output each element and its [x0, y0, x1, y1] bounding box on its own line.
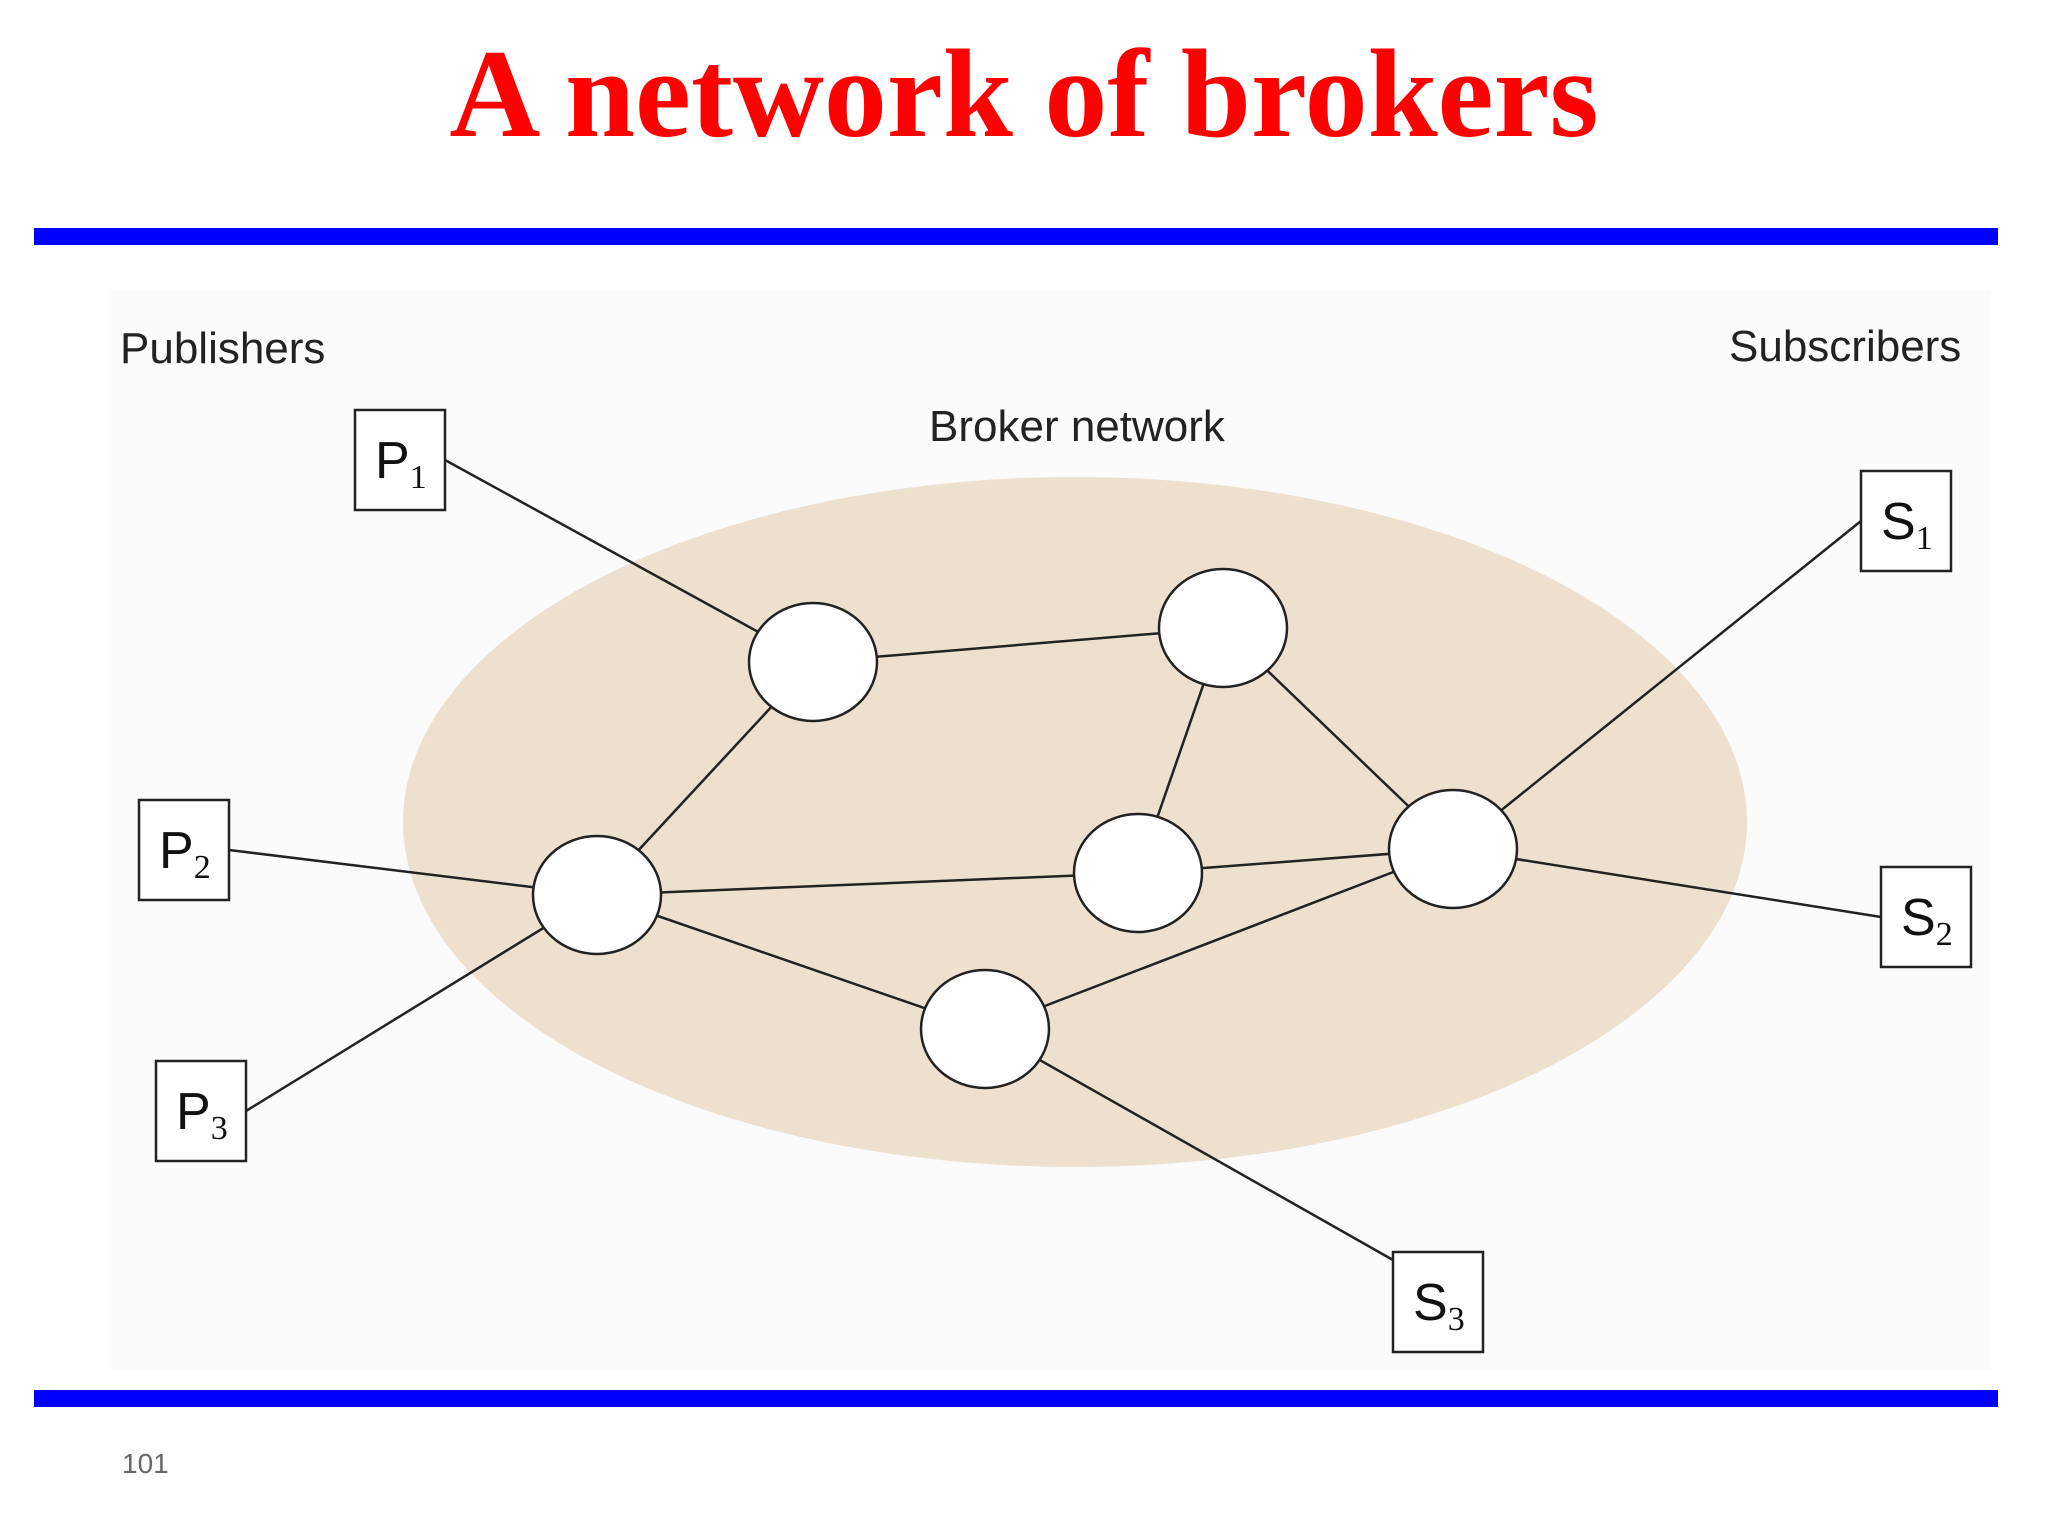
- edge-b1-b2: [812, 626, 1224, 664]
- publisher-box-p1: P1: [353, 408, 447, 512]
- subscriber-box-frame: [1879, 865, 1973, 969]
- edge-p3-b3: [245, 893, 598, 1113]
- publisher-box-subscript: 2: [194, 849, 211, 886]
- broker-node-b5: [1387, 788, 1519, 910]
- broker-network-label: Broker network: [929, 402, 1226, 451]
- broker-node-b2: [1157, 567, 1289, 689]
- publisher-box-frame: [353, 408, 447, 512]
- publisher-box-frame: [154, 1059, 248, 1163]
- subscribers-label: Subscribers: [1729, 322, 1961, 371]
- publisher-box-p3: P3: [154, 1059, 248, 1163]
- broker-network-cloud: [403, 477, 1747, 1167]
- edge-b5-b6: [984, 847, 1454, 1031]
- subscriber-box-s2: S2: [1879, 865, 1973, 969]
- publisher-box-subscript: 3: [211, 1110, 228, 1147]
- publisher-box-subscript: 1: [410, 459, 427, 496]
- edge-b3-b4: [596, 871, 1139, 897]
- subscriber-box-subscript: 2: [1936, 916, 1953, 953]
- edge-b3-b6: [596, 893, 986, 1031]
- broker-node-b3: [531, 834, 663, 956]
- publishers-label: Publishers: [120, 324, 325, 373]
- edge-b5-s1: [1452, 520, 1862, 850]
- slide-title: A network of brokers: [449, 25, 1599, 164]
- publisher-box-label: P2: [159, 822, 211, 886]
- edge-b5-s2: [1452, 847, 1882, 919]
- publisher-box-p2: P2: [137, 798, 231, 902]
- subscriber-box-s3: S3: [1391, 1250, 1485, 1354]
- subscriber-box-frame: [1391, 1250, 1485, 1354]
- broker-node-b1: [747, 601, 879, 723]
- page-number: 101: [122, 1448, 169, 1479]
- subscriber-box-frame: [1859, 469, 1953, 573]
- subscriber-box-subscript: 3: [1448, 1301, 1465, 1338]
- broker-node-b4: [1072, 812, 1204, 934]
- edge-p1-b1: [444, 458, 814, 664]
- broker-node-b6: [919, 968, 1051, 1090]
- edge-b6-s3: [984, 1027, 1394, 1262]
- subscriber-box-s1: S1: [1859, 469, 1953, 573]
- top-divider: [34, 228, 1998, 245]
- bottom-divider: [34, 1390, 1998, 1407]
- subscriber-box-subscript: 1: [1916, 520, 1933, 557]
- publisher-box-frame: [137, 798, 231, 902]
